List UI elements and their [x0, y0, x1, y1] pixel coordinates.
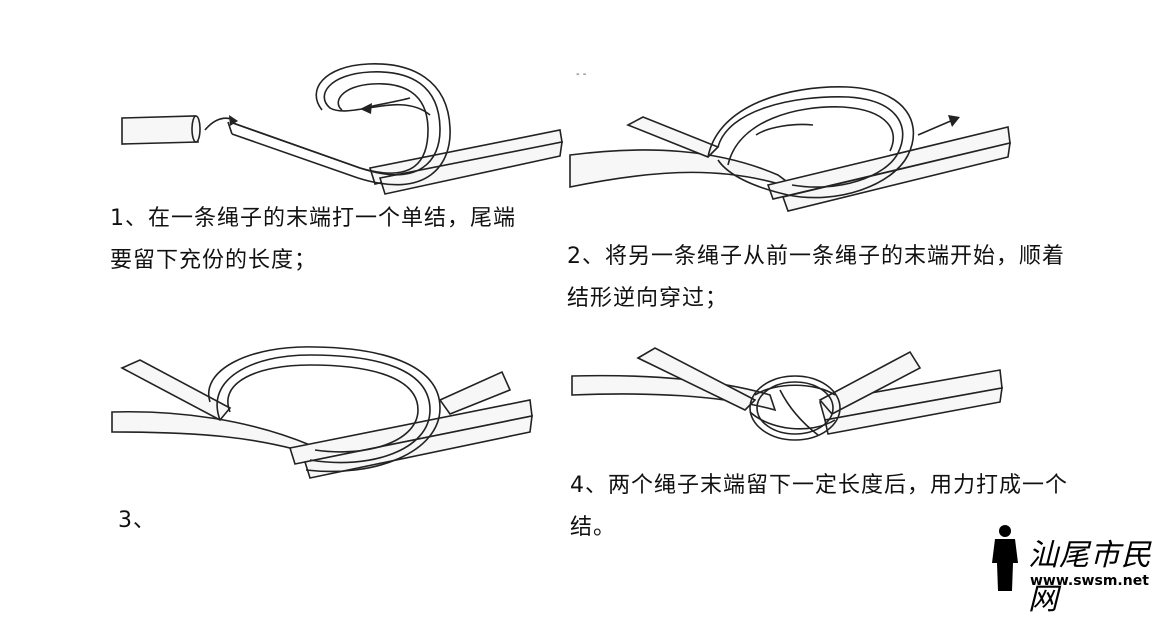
step4-caption-line2: 结。	[570, 515, 617, 540]
watermark-url[interactable]: www.swsm.net	[1030, 573, 1149, 589]
step1-illustration	[121, 63, 563, 195]
step3-caption: 3、	[118, 500, 318, 542]
step2-caption-line1: 2、将另一条绳子从前一条绳子的末端开始，顺着	[567, 244, 1065, 269]
silhouette-figure-icon	[992, 525, 1018, 591]
step1-caption-line1: 1、在一条绳子的末端打一个单结，尾端	[110, 206, 516, 231]
step2-caption-line2: 结形逆向穿过；	[567, 286, 729, 311]
step4-caption-line1: 4、两个绳子末端留下一定长度后，用力打成一个	[570, 473, 1068, 498]
svg-text:- -: - -	[576, 69, 587, 80]
step1-caption: 1、在一条绳子的末端打一个单结，尾端 要留下充份的长度；	[110, 198, 570, 282]
step2-illustration: - -	[569, 69, 1011, 212]
step3-caption-line1: 3、	[118, 508, 156, 533]
step4-illustration	[571, 347, 1003, 441]
step4-caption: 4、两个绳子末端留下一定长度后，用力打成一个 结。	[570, 465, 1110, 549]
step2-caption: 2、将另一条绳子从前一条绳子的末端开始，顺着 结形逆向穿过；	[567, 236, 1107, 320]
step3-illustration	[111, 346, 533, 479]
step1-caption-line2: 要留下充份的长度；	[110, 248, 318, 273]
